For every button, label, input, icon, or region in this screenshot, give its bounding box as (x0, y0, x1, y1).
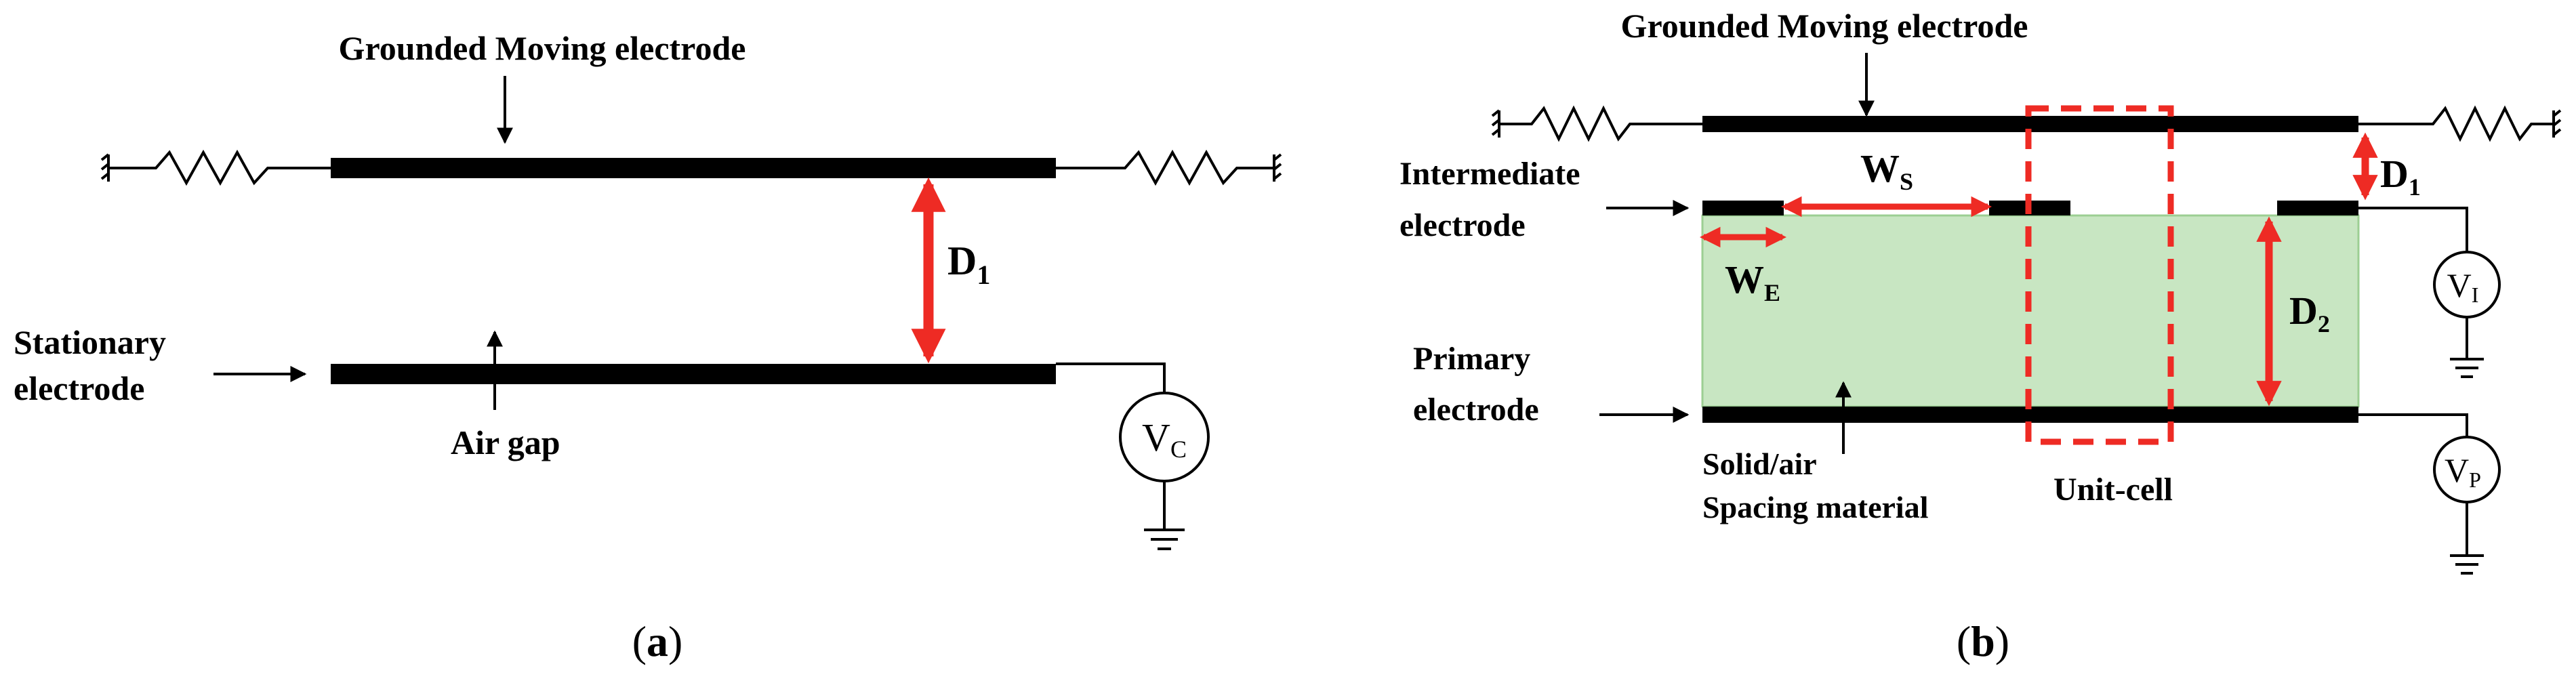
vi-label: VI (2447, 266, 2479, 307)
air-gap-label-a: Air gap (451, 423, 560, 461)
voltmeter-vc (1119, 392, 1210, 482)
d2-label: D2 (2289, 289, 2330, 337)
spacing-label-line1: Solid/air (1702, 447, 1817, 481)
panel-b: Grounded Moving electrode Intermediate e… (1399, 7, 2562, 665)
voltmeter-vi (2433, 251, 2501, 318)
right-spring-a (1056, 149, 1282, 186)
vc-label: VC (1142, 415, 1187, 463)
spacing-label-line2: Spacing material (1702, 490, 1928, 524)
ws-label: WS (1860, 146, 1913, 195)
unit-cell-box (2025, 105, 2174, 445)
moving-electrode-a (331, 158, 1056, 178)
intermediate-electrode-1 (1702, 201, 1784, 215)
right-spring-b (2358, 105, 2562, 142)
stationary-label-a-line1: Stationary (14, 323, 166, 361)
unit-cell-label: Unit-cell (2053, 472, 2173, 508)
voltmeter-vp (2433, 436, 2501, 503)
intermediate-label-b-line1: Intermediate (1399, 156, 1580, 192)
left-spring-b (1491, 105, 1708, 142)
stationary-label-a-line2: electrode (14, 369, 144, 407)
vp-label: VP (2445, 451, 2481, 492)
caption-a: (a) (632, 617, 683, 665)
panel-a: Grounded Moving electrode D1 Stationary … (14, 29, 1282, 665)
we-label: WE (1725, 257, 1780, 306)
intermediate-label-b-line2: electrode (1399, 207, 1526, 243)
primary-label-b-line1: Primary (1413, 341, 1530, 377)
moving-electrode-label-b: Grounded Moving electrode (1621, 7, 2028, 45)
primary-label-b-line2: electrode (1413, 392, 1539, 428)
caption-b: (b) (1957, 617, 2009, 665)
vp-circuit (2358, 413, 2484, 575)
d1-label-b: D1 (2380, 152, 2421, 201)
stationary-electrode-a (331, 364, 1056, 384)
moving-electrode-label-a: Grounded Moving electrode (339, 29, 746, 67)
d1-label-a: D1 (947, 239, 990, 290)
vi-circuit (2358, 207, 2484, 378)
meter-circuit-a (1056, 363, 1185, 550)
left-spring-a (100, 149, 332, 186)
intermediate-electrode-3 (2277, 201, 2358, 215)
